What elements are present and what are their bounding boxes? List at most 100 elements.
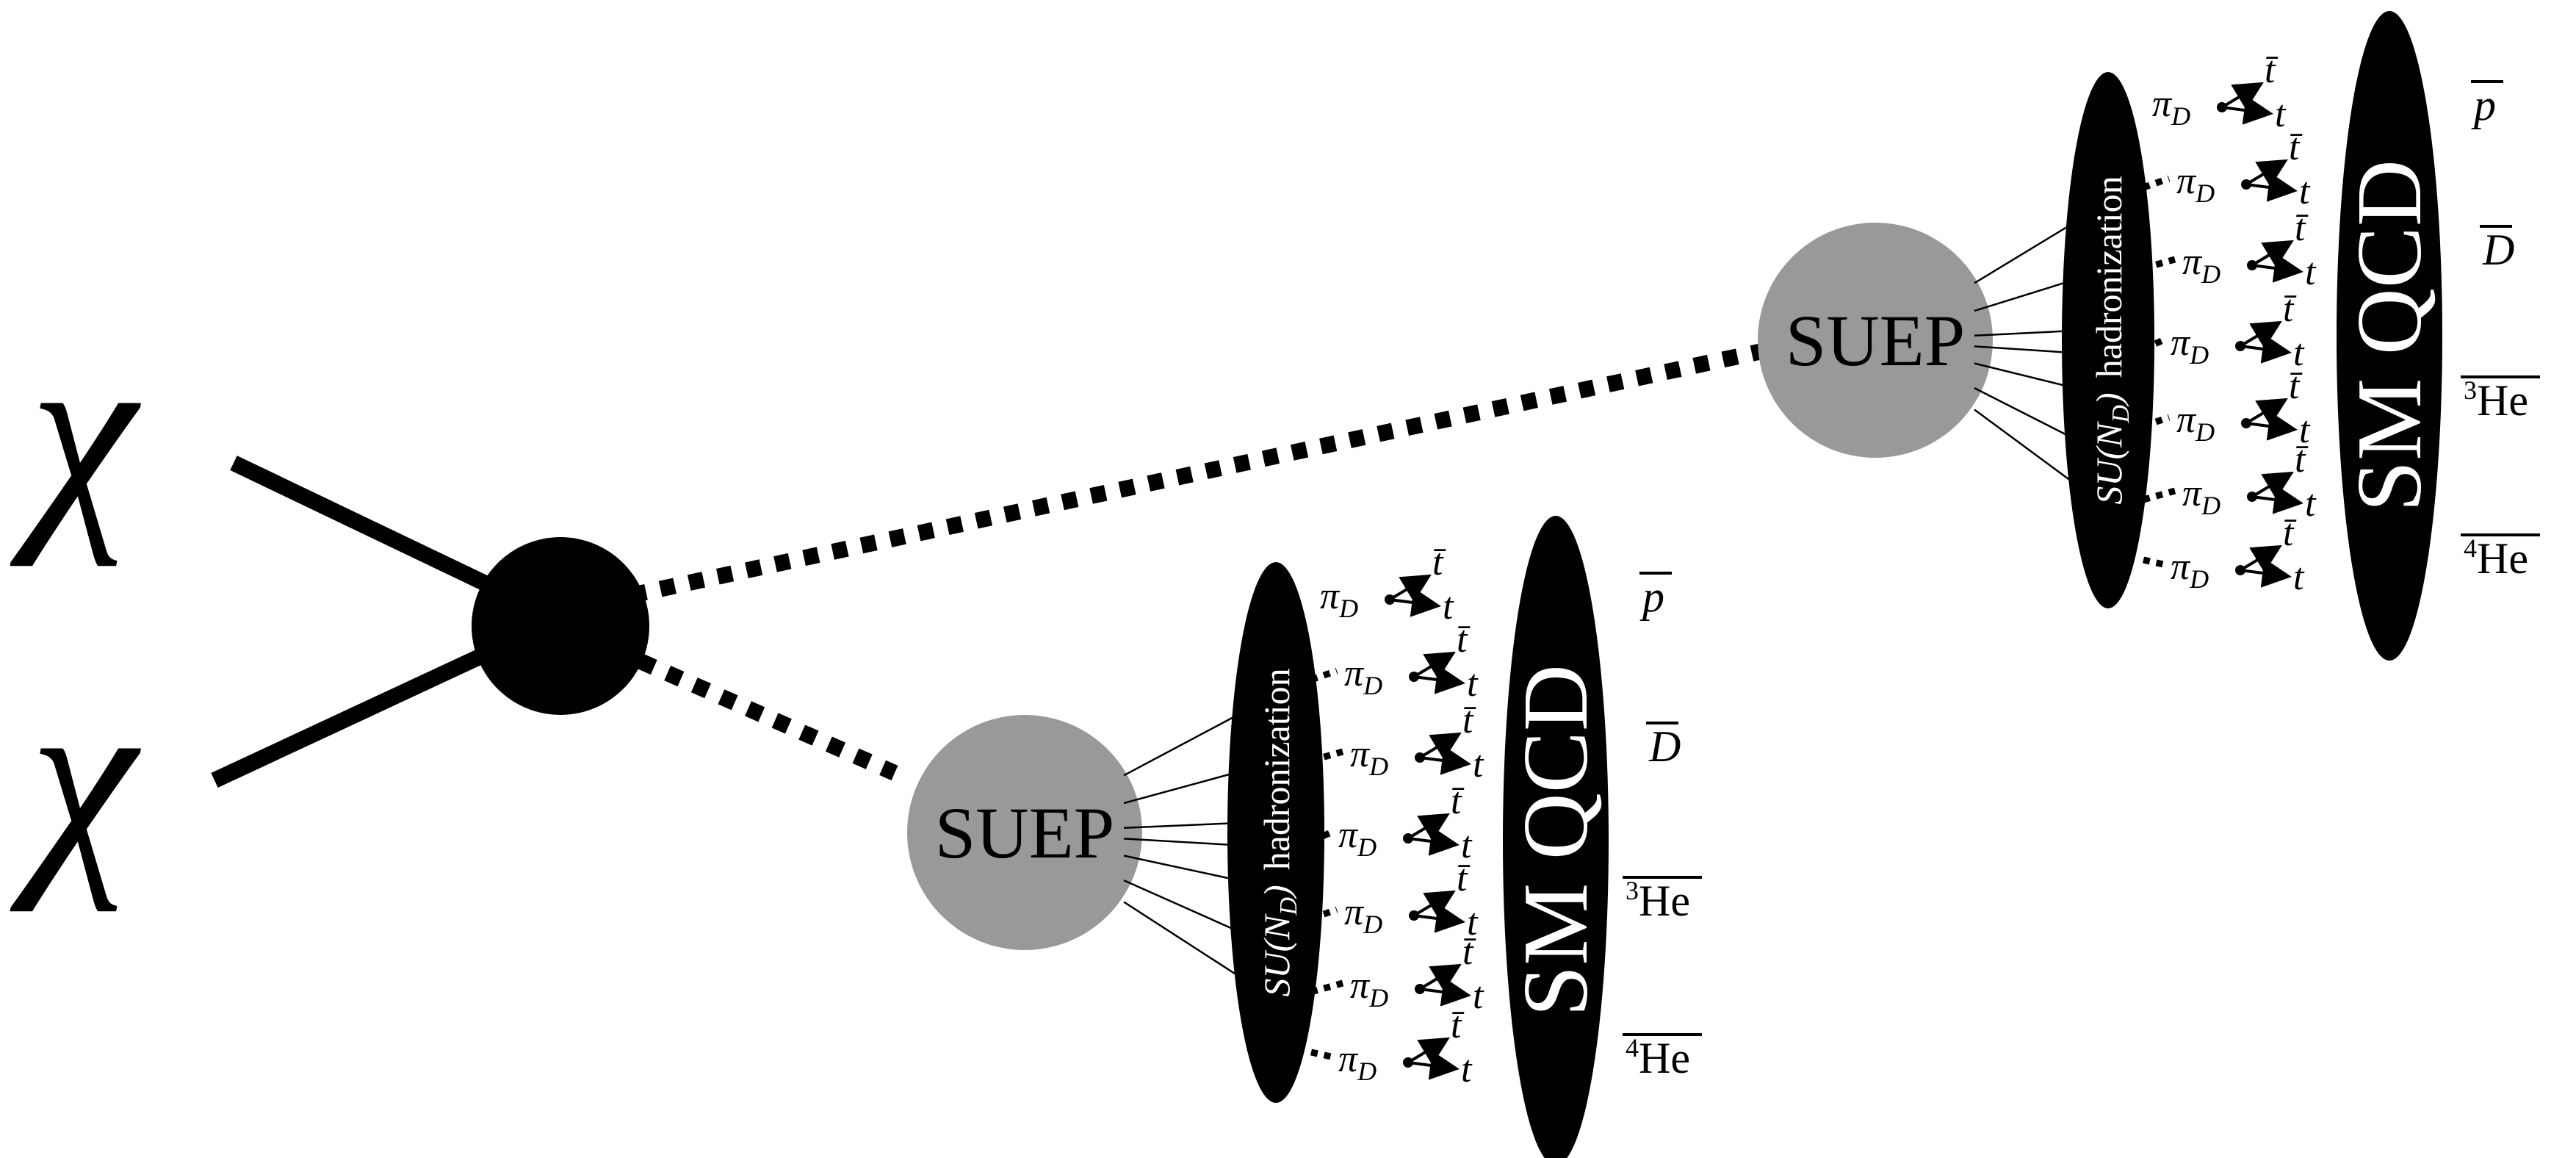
anti-top-arrow xyxy=(1413,890,1456,918)
anti-top-arrow xyxy=(2239,544,2282,573)
pion-propagator xyxy=(2142,256,2176,272)
dark-pion-label: πD xyxy=(2171,322,2209,370)
top-arrow xyxy=(2245,411,2298,441)
top-arrow xyxy=(1419,746,1471,775)
pion-propagator xyxy=(2143,556,2164,568)
anti-top-arrow xyxy=(2239,320,2282,349)
top-arrow xyxy=(1413,665,1465,694)
pion-propagator xyxy=(2142,414,2171,430)
anti-top-arrow xyxy=(2251,471,2294,500)
sm-qcd-ellipse xyxy=(1503,516,1609,1158)
incoming-particles: χ χ xyxy=(7,299,529,913)
top-arrow xyxy=(1407,827,1460,856)
dark-pion-label: πD xyxy=(1338,1038,1377,1086)
dark-pion-label: πD xyxy=(2182,241,2220,289)
anti-top-label: t̄ xyxy=(1432,542,1446,583)
suep-cascade-upper: SUEPSU(ND)hadronizationπDt̄tπDt̄tπDt̄tπD… xyxy=(1758,11,2540,661)
top-label: t xyxy=(2299,409,2311,451)
top-arrow xyxy=(2240,334,2292,364)
dark-pion-label: πD xyxy=(2182,472,2220,520)
anti-top-arrow xyxy=(1413,651,1456,680)
chi-line-upper xyxy=(230,456,529,610)
top-label: t xyxy=(1443,586,1454,627)
anti-top-arrow xyxy=(1418,963,1462,992)
anti-top-label: t̄ xyxy=(2265,49,2279,91)
dark-pion-label: πD xyxy=(1338,814,1377,862)
interaction-vertex xyxy=(472,537,649,715)
chi-label-lower: χ xyxy=(7,644,143,913)
anti-top-arrow xyxy=(2220,82,2264,110)
top-arrow xyxy=(2251,253,2303,283)
dark-pion-label: πD xyxy=(1350,733,1388,781)
dark-pion-label: πD xyxy=(1320,575,1358,623)
top-label: t xyxy=(2293,556,2305,598)
pion-propagator xyxy=(1310,667,1338,683)
anti-top-label: t̄ xyxy=(2289,365,2303,407)
top-arrow xyxy=(1407,1051,1460,1080)
sm-qcd-ellipse xyxy=(2337,11,2442,661)
suep-blob xyxy=(1758,223,1993,458)
pion-propagator xyxy=(2142,337,2165,353)
anti-top-label: t̄ xyxy=(2295,439,2309,481)
suep-cascade-lower: SUEPSU(ND)hadronizationπDt̄tπDt̄tπDt̄tπD… xyxy=(907,516,1702,1158)
antiparticle-label: 3He xyxy=(1626,876,1690,925)
top-label: t xyxy=(1461,824,1473,866)
hadronization-ellipse xyxy=(1227,562,1324,1103)
dark-pion-label: πD xyxy=(2152,83,2190,131)
top-label: t xyxy=(1473,975,1484,1017)
top-label: t xyxy=(2299,170,2311,212)
anti-top-label: t̄ xyxy=(1451,1004,1465,1046)
top-arrow xyxy=(2240,558,2292,588)
chi-label-upper: χ xyxy=(7,299,143,567)
top-label: t xyxy=(2293,332,2305,374)
antiparticle-label: p xyxy=(2471,81,2496,129)
suep-label: SUEP xyxy=(935,792,1115,874)
chi-line-lower xyxy=(211,628,529,788)
anti-top-arrow xyxy=(2245,159,2288,187)
top-arrow xyxy=(2221,96,2273,125)
pion-propagator xyxy=(1310,748,1344,764)
suep-blob xyxy=(907,715,1142,950)
anti-top-label: t̄ xyxy=(2295,207,2309,249)
antiparticle-label: D xyxy=(2482,226,2514,274)
pion-propagator xyxy=(2142,175,2171,191)
top-arrow xyxy=(1413,904,1465,933)
antiparticle-label: 4He xyxy=(2464,533,2528,583)
top-label: t xyxy=(2305,251,2317,293)
dark-pion-label: πD xyxy=(2171,546,2209,594)
pion-propagator xyxy=(1310,979,1344,996)
sm-qcd-label: SM QCD xyxy=(2339,159,2441,512)
anti-top-arrow xyxy=(2251,240,2294,268)
dark-pion-label: πD xyxy=(1344,652,1382,700)
top-arrow xyxy=(2245,173,2298,202)
hadronization-label: SU(ND)hadronization xyxy=(2088,176,2135,504)
pion-propagator xyxy=(1310,1049,1332,1060)
anti-top-arrow xyxy=(1407,813,1450,841)
top-label: t xyxy=(1467,663,1479,705)
antiparticle-label: 3He xyxy=(2464,375,2528,425)
pion-propagator xyxy=(1310,906,1338,922)
anti-top-arrow xyxy=(1418,732,1462,760)
dark-pion-label: πD xyxy=(2176,160,2215,208)
antiparticle-label: 4He xyxy=(1626,1033,1690,1082)
anti-top-label: t̄ xyxy=(2289,126,2303,168)
hadronization-label: SU(ND)hadronization xyxy=(1256,668,1302,996)
pion-propagator xyxy=(2142,487,2176,503)
anti-top-label: t̄ xyxy=(1457,857,1471,899)
antiparticle-label: D xyxy=(1648,722,1681,771)
top-arrow xyxy=(1419,977,1471,1007)
anti-top-label: t̄ xyxy=(2283,512,2297,554)
anti-top-label: t̄ xyxy=(2283,288,2297,330)
anti-top-arrow xyxy=(1407,1037,1450,1065)
suep-label: SUEP xyxy=(1786,300,1966,381)
pion-propagator xyxy=(1310,829,1332,845)
dark-pion-label: πD xyxy=(1344,891,1382,939)
top-label: t xyxy=(1461,1049,1473,1090)
top-label: t xyxy=(1467,902,1479,943)
anti-top-arrow xyxy=(2245,398,2288,426)
top-label: t xyxy=(2305,483,2317,525)
hadronization-ellipse xyxy=(2062,72,2154,608)
anti-top-label: t̄ xyxy=(1457,619,1471,661)
top-label: t xyxy=(2275,93,2287,135)
